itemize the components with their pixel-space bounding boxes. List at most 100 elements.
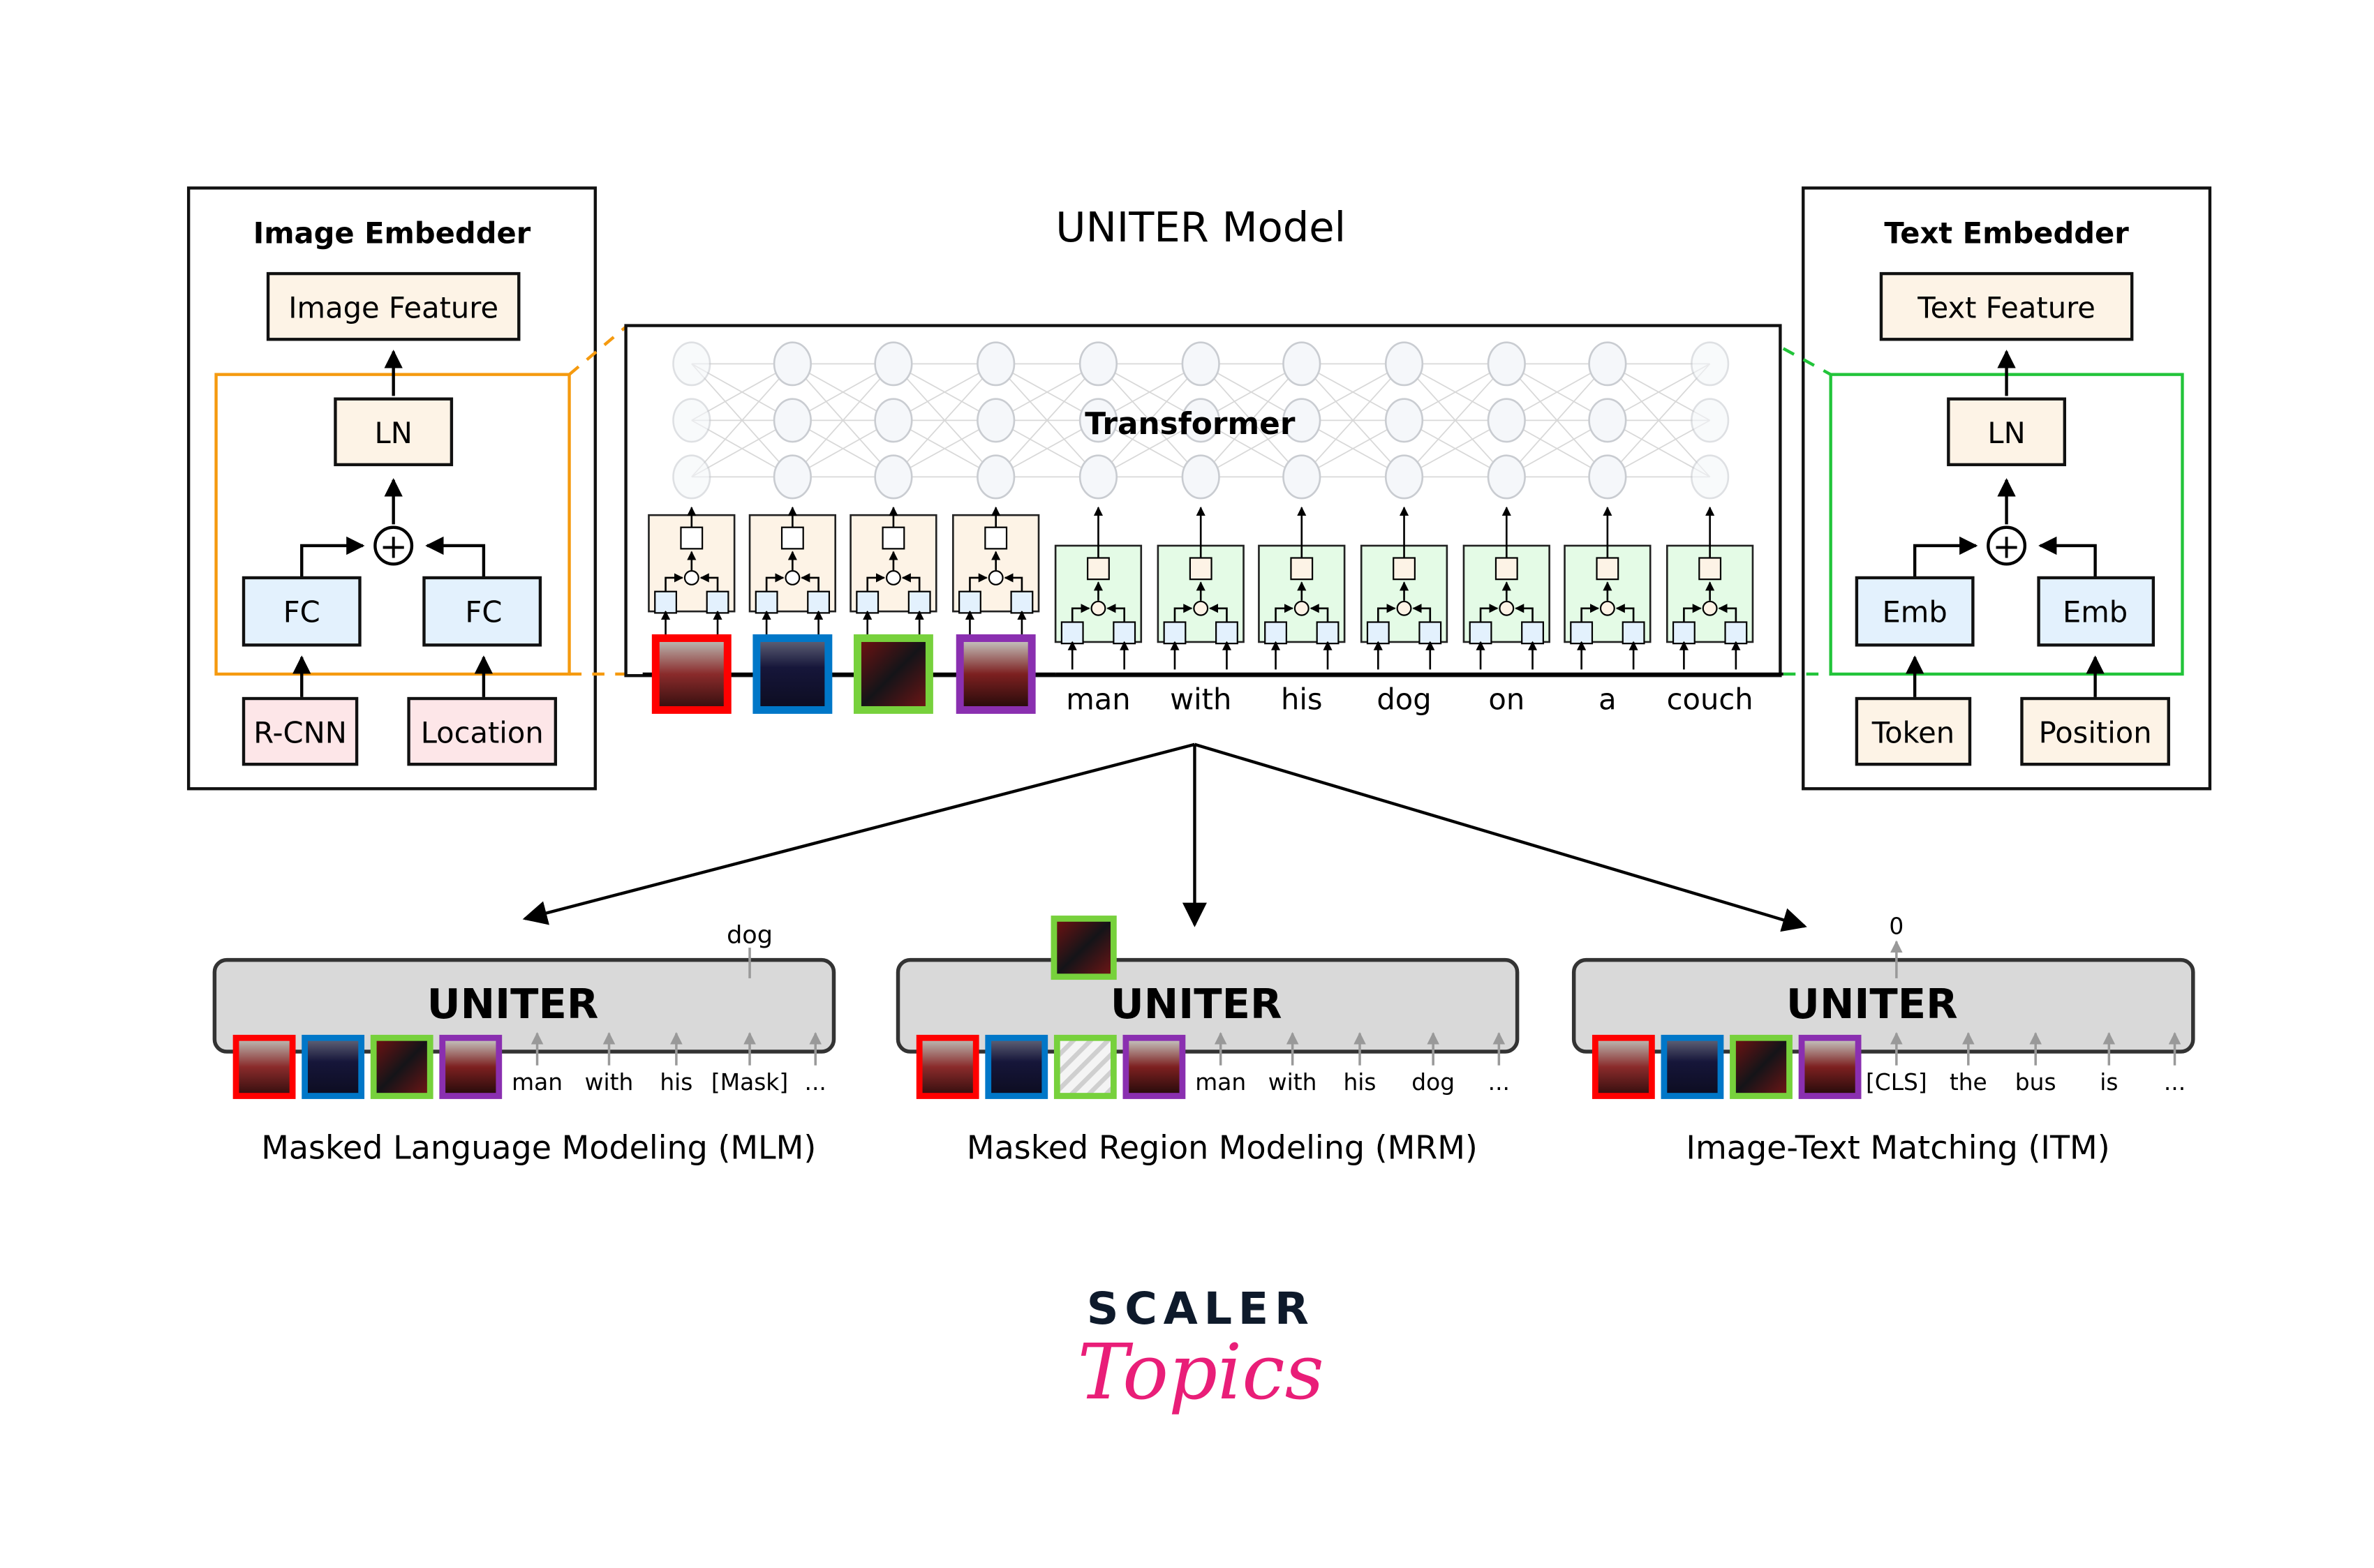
task-token: man bbox=[512, 1069, 563, 1096]
sum-mini-icon bbox=[885, 570, 901, 585]
ln-mini-box bbox=[1290, 557, 1314, 581]
logo-sub: Topics bbox=[1078, 1327, 1324, 1417]
sum-mini-icon bbox=[1599, 600, 1615, 616]
image-embedder-panel: Image Embedder Image Feature LN + FC FC … bbox=[186, 186, 597, 791]
token-with: with bbox=[1170, 682, 1231, 716]
task-token: the bbox=[1950, 1069, 1987, 1096]
fc-mini-box-left bbox=[1060, 621, 1084, 645]
logo-brand: SCALER bbox=[1087, 1283, 1315, 1334]
mini-arrow-left bbox=[1275, 604, 1293, 622]
uniter-block bbox=[1571, 957, 2195, 1054]
mini-arrow-left bbox=[665, 573, 683, 592]
image-embedder-title: Image Embedder bbox=[253, 216, 531, 250]
fc-mini-box-right bbox=[807, 590, 831, 614]
image-fc-left-box bbox=[242, 576, 362, 647]
task-region-photo bbox=[1667, 1040, 1718, 1093]
uniter-block-label: UNITER bbox=[427, 980, 599, 1028]
task-token: ... bbox=[1488, 1069, 1510, 1096]
task-token: bus bbox=[2015, 1069, 2056, 1096]
transformer-node bbox=[1078, 454, 1118, 500]
transformer-node bbox=[1487, 341, 1526, 387]
ln-mini-box bbox=[1393, 557, 1416, 581]
transformer-edge bbox=[1200, 363, 1303, 477]
sum-mini-icon bbox=[1193, 600, 1209, 616]
region-photo bbox=[861, 641, 926, 706]
text-emb-left-label: Emb bbox=[1883, 595, 1948, 629]
task-token: with bbox=[585, 1069, 634, 1096]
transformer-node bbox=[1384, 454, 1424, 500]
masked-region bbox=[1060, 1040, 1111, 1093]
location-label: Location bbox=[421, 716, 544, 750]
image-region-2: dark bucket region bbox=[752, 634, 833, 714]
image-fc-right-box bbox=[422, 576, 542, 647]
task-token: with bbox=[1268, 1069, 1317, 1096]
ln-mini-box bbox=[1494, 557, 1518, 581]
fc-mini-box-left bbox=[1264, 621, 1287, 645]
uniter-block bbox=[896, 957, 1520, 1054]
region-photo bbox=[760, 641, 825, 706]
transformer-node bbox=[1487, 398, 1526, 443]
transformer-node bbox=[1282, 398, 1321, 443]
task-token: man bbox=[1195, 1069, 1246, 1096]
text-bracket-connector-top bbox=[1782, 347, 1832, 376]
transformer-node bbox=[773, 341, 812, 387]
ln-mini-box bbox=[1596, 557, 1619, 581]
image-ln-label: LN bbox=[375, 416, 413, 450]
token-on: on bbox=[1488, 682, 1524, 716]
mini-arrow-right bbox=[1106, 604, 1126, 622]
task-region-photo bbox=[308, 1040, 359, 1093]
token-box bbox=[1855, 696, 1972, 766]
ln-mini-box bbox=[984, 526, 1008, 550]
text-sum-icon bbox=[1987, 525, 2027, 566]
transformer-label: Transformer bbox=[1085, 406, 1296, 442]
transformer-node bbox=[1282, 454, 1321, 500]
fc-mini-box-right bbox=[1215, 621, 1238, 645]
region-photo bbox=[659, 641, 724, 706]
fc-mini-box-right bbox=[706, 590, 729, 614]
emb-right-to-sum-arrow bbox=[2038, 536, 2097, 578]
task-caption: Masked Region Modeling (MRM) bbox=[967, 1128, 1478, 1166]
task-region-photo bbox=[445, 1040, 496, 1093]
predicted-region-photo bbox=[1057, 921, 1111, 974]
transformer-edge bbox=[1403, 363, 1507, 478]
image-sum-icon bbox=[373, 525, 414, 566]
token-man: man bbox=[1066, 682, 1130, 716]
task-region-photo bbox=[922, 1040, 973, 1093]
fc-left-to-sum-arrow bbox=[300, 536, 365, 578]
transformer-node bbox=[1691, 341, 1730, 387]
image-embedding-block bbox=[952, 506, 1040, 639]
mini-arrow-left bbox=[1580, 604, 1600, 622]
task-region-photo bbox=[1598, 1040, 1649, 1093]
position-box bbox=[2020, 696, 2170, 766]
task-caption: Masked Language Modeling (MLM) bbox=[261, 1128, 816, 1166]
transformer-edge bbox=[995, 363, 1099, 478]
task-token: is bbox=[2100, 1069, 2118, 1096]
transformer-edge bbox=[1301, 363, 1405, 478]
fc-mini-box-right bbox=[1010, 590, 1034, 614]
mini-arrow-left bbox=[1683, 604, 1702, 622]
token-couch: couch bbox=[1667, 682, 1753, 716]
ln-mini-box bbox=[1087, 557, 1110, 581]
fc-mini-box-right bbox=[1418, 621, 1442, 645]
token-dog: dog bbox=[1377, 682, 1431, 716]
transformer-node bbox=[1487, 454, 1526, 500]
image-fc-right-label: FC bbox=[465, 595, 502, 629]
transformer-node bbox=[874, 341, 913, 387]
transformer-node bbox=[773, 454, 812, 500]
fc-mini-box-left bbox=[1570, 621, 1594, 645]
text-embedding-block bbox=[1054, 506, 1143, 670]
fc-mini-box-right bbox=[1724, 621, 1748, 645]
task-token: his bbox=[1343, 1069, 1376, 1096]
mini-arrow-right bbox=[1209, 604, 1228, 622]
mini-arrow-left bbox=[1377, 604, 1396, 622]
fc-mini-box-left bbox=[1366, 621, 1390, 645]
fc-mini-box-right bbox=[1521, 621, 1544, 645]
uniter-block-label: UNITER bbox=[1111, 980, 1282, 1028]
transformer-node bbox=[1282, 341, 1321, 387]
sum-mini-icon bbox=[1090, 600, 1106, 616]
text-emb-right-label: Emb bbox=[2063, 595, 2128, 629]
